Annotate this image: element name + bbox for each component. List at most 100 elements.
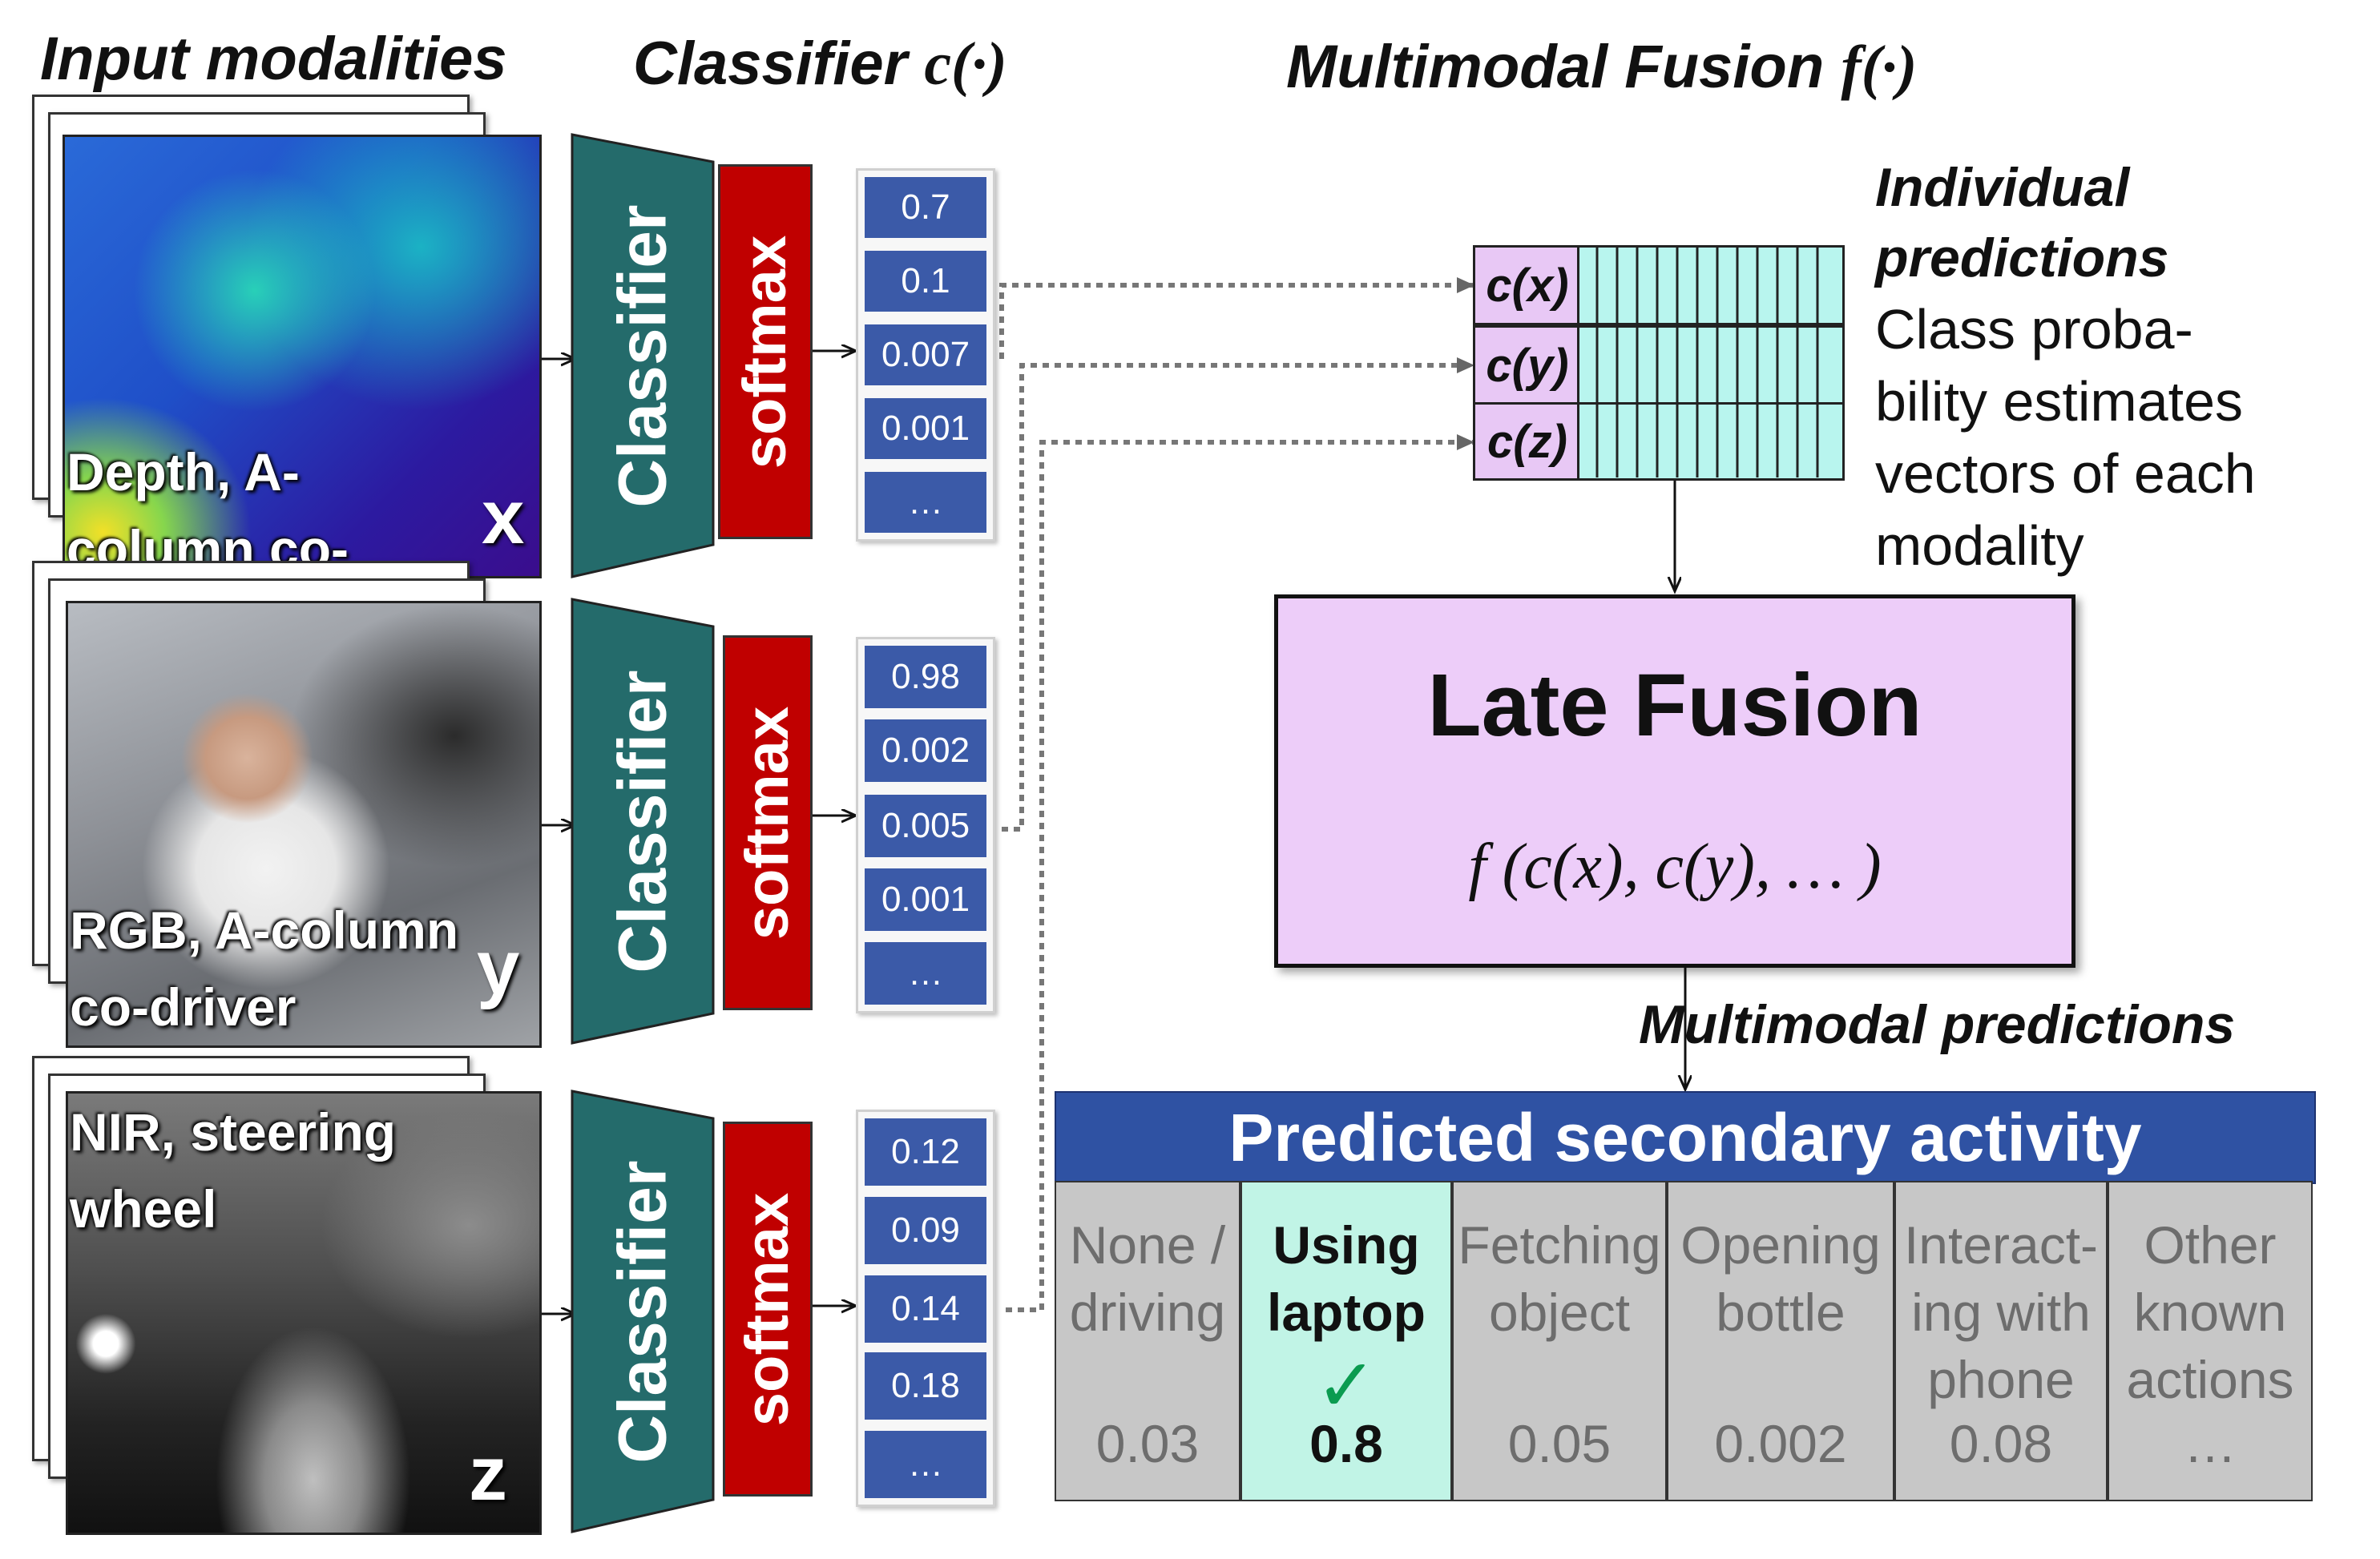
prob-cell: 0.09 — [865, 1197, 986, 1264]
caption-line: Depth, A- — [67, 442, 300, 502]
classifier-y-label: Classifier — [572, 599, 713, 1043]
activity-name-line: bottle — [1716, 1283, 1846, 1342]
description-line: vectors of each — [1875, 442, 2256, 505]
individual-predictions-heading: Individual predictions — [1875, 152, 2356, 293]
activity-probability: … — [2184, 1414, 2237, 1473]
caption-line: RGB, A-column — [70, 900, 459, 960]
fusion-heading: Multimodal Fusion f(·) — [1286, 32, 1917, 103]
rgb-image: RGB, A-column co-driver y — [66, 601, 542, 1048]
activity-probability: 0.08 — [1949, 1414, 2053, 1473]
softmax-text: softmax — [731, 235, 800, 469]
activity-name: None / driving — [1056, 1211, 1239, 1346]
fusion-function: f(·) — [1841, 34, 1918, 101]
description-line: bility estimates — [1875, 370, 2244, 433]
activity-name-line: Fetching — [1458, 1215, 1661, 1275]
prob-cell: 0.18 — [865, 1352, 986, 1420]
prob-cell: 0.14 — [865, 1275, 986, 1343]
prob-cell: 0.12 — [865, 1118, 986, 1186]
fusion-heading-text: Multimodal Fusion — [1286, 33, 1825, 101]
activity-name-line: Opening — [1680, 1215, 1881, 1275]
softmax-y-box — [723, 635, 813, 1010]
activity-name: Opening bottle — [1668, 1211, 1893, 1346]
classifier-heading: Classifier c(·) — [633, 29, 1007, 99]
softmax-x-box — [718, 164, 813, 539]
caption-line: wheel — [70, 1179, 217, 1239]
matrix-row-label-x: c(x) — [1473, 245, 1582, 325]
activity-probability: 0.002 — [1714, 1414, 1847, 1473]
classifier-y-shape — [571, 598, 715, 1045]
activity-name: Using laptop — [1242, 1211, 1450, 1346]
activity-name: Other known actions — [2109, 1211, 2311, 1413]
variable-z-label: z — [469, 1431, 507, 1517]
matrix-grid-lines — [1595, 245, 1819, 477]
description-line: Class proba- — [1875, 298, 2193, 361]
probability-vector-x: 0.7 0.1 0.007 0.001 … — [856, 168, 995, 542]
activity-name-line: Interact- — [1903, 1215, 2099, 1275]
caption-line: NIR, steering — [70, 1102, 397, 1162]
classifier-function: c(·) — [924, 30, 1007, 98]
prob-cell: 0.007 — [865, 324, 986, 385]
prob-cell: … — [865, 942, 986, 1005]
classifier-text: Classifier — [604, 1159, 680, 1464]
classifier-text: Classifier — [604, 669, 680, 973]
input-modalities-heading: Input modalities — [40, 25, 507, 93]
prob-cell: 0.001 — [865, 868, 986, 931]
activity-name-line: known — [2133, 1283, 2287, 1342]
nir-image: NIR, steering wheel z — [66, 1091, 542, 1535]
softmax-text: softmax — [733, 1192, 802, 1426]
activity-name-line: actions — [2126, 1350, 2294, 1409]
activity-name-line: phone — [1927, 1350, 2075, 1409]
prob-cell: 0.005 — [865, 795, 986, 857]
individual-predictions-block: Individual predictions Class proba- bili… — [1875, 152, 2356, 582]
variable-y-label: y — [477, 925, 520, 1010]
dotted-link-z — [1006, 434, 1474, 1312]
activity-probability: 0.03 — [1095, 1414, 1200, 1473]
prob-cell: … — [865, 472, 986, 533]
heading-line: Individual — [1875, 157, 2130, 218]
prob-cell: 0.002 — [865, 719, 986, 782]
description-line: modality — [1875, 514, 2084, 577]
matrix-row-label-y: c(y) — [1473, 325, 1582, 405]
softmax-y-label: softmax — [723, 635, 813, 1010]
activity-cell-none-driving: None / driving 0.03 — [1055, 1181, 1240, 1501]
activity-probability: 0.05 — [1507, 1414, 1612, 1473]
activity-probability: 0.8 — [1309, 1414, 1383, 1473]
activity-cell-fetching-object: Fetching object 0.05 — [1452, 1181, 1667, 1501]
activity-cell-other-actions: Other known actions … — [2108, 1181, 2313, 1501]
matrix-row-z — [1577, 402, 1845, 481]
classifier-z-label: Classifier — [572, 1091, 713, 1532]
activity-name-line: Other — [2144, 1215, 2277, 1275]
probability-vector-z: 0.12 0.09 0.14 0.18 … — [856, 1110, 995, 1507]
activity-name-line: laptop — [1267, 1283, 1426, 1342]
caption-line: co-driver — [70, 977, 296, 1037]
classifier-x-shape — [571, 133, 715, 578]
activity-name-line: None / — [1069, 1215, 1226, 1275]
activity-name-line: object — [1488, 1283, 1631, 1342]
classifier-heading-text: Classifier — [633, 30, 908, 98]
prob-cell: 0.001 — [865, 398, 986, 459]
matrix-row-label-z: c(z) — [1473, 402, 1582, 481]
activity-table-header: Predicted secondary activity — [1055, 1091, 2316, 1184]
activity-name-line: Using — [1273, 1215, 1420, 1275]
variable-x-label: x — [482, 474, 525, 560]
activity-cell-interacting-phone: Interact- ing with phone 0.08 — [1894, 1181, 2108, 1501]
probability-vector-y: 0.98 0.002 0.005 0.001 … — [856, 637, 995, 1013]
prob-cell: 0.98 — [865, 646, 986, 708]
multimodal-predictions-label: Multimodal predictions — [1639, 994, 2236, 1055]
softmax-text: softmax — [733, 706, 802, 940]
classifier-z-shape — [571, 1090, 715, 1533]
late-fusion-formula: f (c(x), c(y), … ) — [1468, 832, 1882, 902]
activity-name-line: driving — [1069, 1283, 1226, 1342]
late-fusion-box: Late Fusion f (c(x), c(y), … ) — [1274, 594, 2075, 968]
classifier-text: Classifier — [604, 203, 680, 508]
activity-name-line: ing with — [1911, 1283, 2091, 1342]
prob-cell: … — [865, 1431, 986, 1498]
activity-cell-using-laptop: Using laptop ✓ 0.8 — [1240, 1181, 1452, 1501]
individual-predictions-description: Class proba- bility estimates vectors of… — [1875, 293, 2356, 582]
late-fusion-title: Late Fusion — [1427, 656, 1922, 755]
activity-cell-opening-bottle: Opening bottle 0.002 — [1667, 1181, 1894, 1501]
activity-name: Interact- ing with phone — [1896, 1211, 2106, 1413]
matrix-row-x — [1577, 245, 1845, 325]
